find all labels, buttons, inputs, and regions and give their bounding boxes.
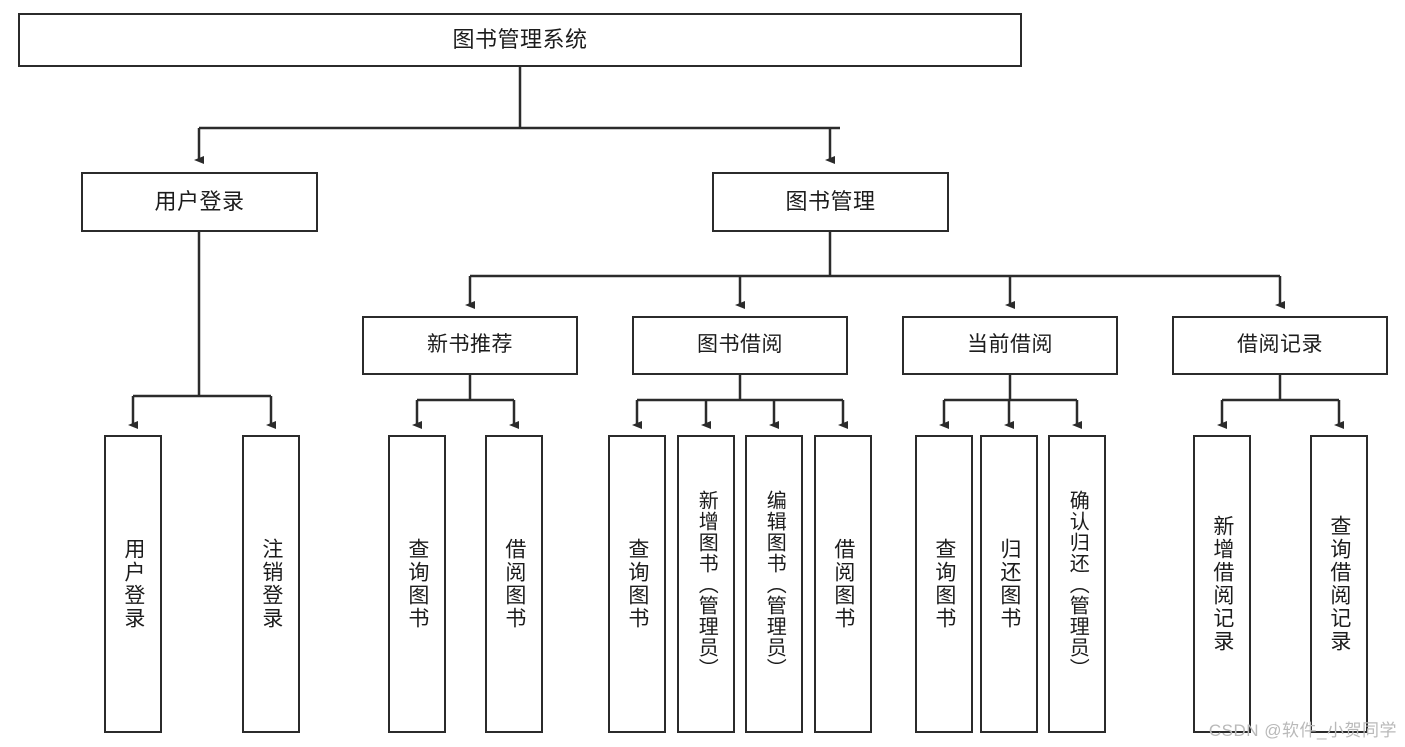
node-label: 新增图书（管理员） bbox=[695, 489, 718, 679]
leaf-book-borrow-edit[interactable]: 编辑图书（管理员） bbox=[745, 435, 803, 733]
leaf-current-borrow-query[interactable]: 查询图书 bbox=[915, 435, 973, 733]
node-label: 用户登录 bbox=[154, 189, 245, 215]
node-label: 借阅图书 bbox=[831, 538, 855, 630]
leaf-new-book-borrow[interactable]: 借阅图书 bbox=[485, 435, 543, 733]
node-label: 当前借阅 bbox=[967, 333, 1053, 357]
watermark: CSDN @软件_小贺同学 bbox=[1208, 721, 1397, 740]
node-label: 新增借阅记录 bbox=[1210, 515, 1234, 653]
leaf-book-borrow-borrow[interactable]: 借阅图书 bbox=[814, 435, 872, 733]
leaf-borrow-record-query[interactable]: 查询借阅记录 bbox=[1310, 435, 1368, 733]
node-label: 新书推荐 bbox=[427, 333, 513, 357]
node-label: 查询图书 bbox=[625, 538, 649, 630]
node-label: 借阅记录 bbox=[1237, 333, 1323, 357]
leaf-user-login-logout[interactable]: 注销登录 bbox=[242, 435, 300, 733]
node-book-management[interactable]: 图书管理 bbox=[712, 172, 949, 232]
leaf-user-login-login[interactable]: 用户登录 bbox=[104, 435, 162, 733]
node-current-borrow[interactable]: 当前借阅 bbox=[902, 316, 1118, 375]
node-label: 图书管理系统 bbox=[452, 27, 588, 53]
leaf-book-borrow-query[interactable]: 查询图书 bbox=[608, 435, 666, 733]
node-label: 查询借阅记录 bbox=[1327, 515, 1351, 653]
node-label: 编辑图书（管理员） bbox=[763, 489, 786, 679]
node-borrow-record[interactable]: 借阅记录 bbox=[1172, 316, 1388, 375]
node-label: 确认归还（管理员） bbox=[1066, 489, 1089, 679]
node-label: 图书管理 bbox=[785, 189, 876, 215]
leaf-new-book-query[interactable]: 查询图书 bbox=[388, 435, 446, 733]
node-label: 图书借阅 bbox=[697, 333, 783, 357]
leaf-borrow-record-add[interactable]: 新增借阅记录 bbox=[1193, 435, 1251, 733]
leaf-current-borrow-confirm-return[interactable]: 确认归还（管理员） bbox=[1048, 435, 1106, 733]
leaf-book-borrow-add[interactable]: 新增图书（管理员） bbox=[677, 435, 735, 733]
node-label: 借阅图书 bbox=[502, 538, 526, 630]
node-label: 查询图书 bbox=[932, 538, 956, 630]
node-new-book-recommend[interactable]: 新书推荐 bbox=[362, 316, 578, 375]
node-book-borrow[interactable]: 图书借阅 bbox=[632, 316, 848, 375]
node-user-login[interactable]: 用户登录 bbox=[81, 172, 318, 232]
node-label: 注销登录 bbox=[259, 538, 283, 630]
leaf-current-borrow-return[interactable]: 归还图书 bbox=[980, 435, 1038, 733]
node-label: 归还图书 bbox=[997, 538, 1021, 630]
node-label: 用户登录 bbox=[121, 538, 145, 630]
node-root-system[interactable]: 图书管理系统 bbox=[18, 13, 1022, 67]
node-label: 查询图书 bbox=[405, 538, 429, 630]
